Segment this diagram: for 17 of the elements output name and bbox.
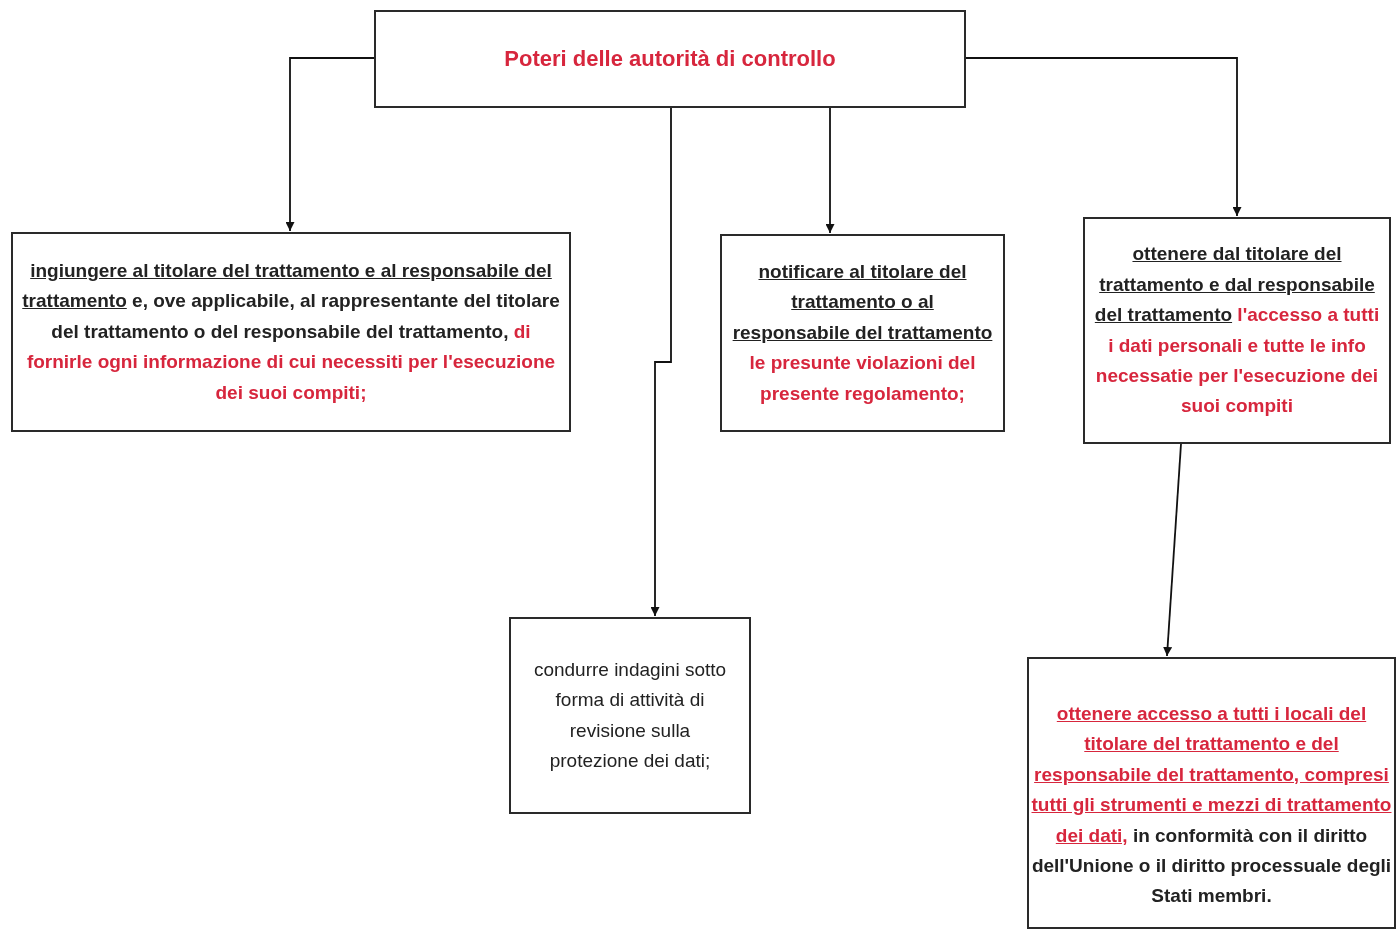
process-box — [1083, 217, 1391, 444]
arrow — [650, 107, 672, 617]
box-text: ingiungere al titolare del trattamento e al responsabile del trattamento e, ove applicabile, al rappresentante del titolare del trattamento o del responsabile del trattamento, di fornirle ogni informazione di cui necessiti per l'esecuzione dei suoi compiti; — [21, 259, 561, 405]
process-box — [720, 234, 1005, 432]
arrow — [1163, 443, 1182, 657]
box-text: condurre indagini sotto forma di attività di revisione sulla protezione dei dati; — [532, 657, 728, 773]
title-box — [374, 10, 966, 108]
box-text: notificare al titolare del trattamento o al responsabile del trattamento le presunte violazioni del presente regolamento; — [732, 260, 993, 406]
arrow — [825, 107, 835, 234]
box-text: ottenere accesso a tutti i locali del titolare del trattamento e del responsabile del trattamento, compresi tutti gli strumenti e mezzi di trattamento dei dati, in conformità con il diritto dell'Unione o il diritto processuale degli Stati membri. — [1031, 702, 1392, 909]
box-text: Poteri delle autorità di controllo — [504, 45, 836, 74]
process-box — [1027, 657, 1396, 929]
box-text: ottenere dal titolare del trattamento e dal responsabile del trattamento l'accesso a tutti i dati personali e tutte le info necessatie per l'esecuzione dei suoi compiti — [1093, 242, 1381, 419]
arrow — [285, 57, 375, 232]
process-box — [11, 232, 571, 432]
arrow — [965, 57, 1242, 217]
process-box — [509, 617, 751, 814]
